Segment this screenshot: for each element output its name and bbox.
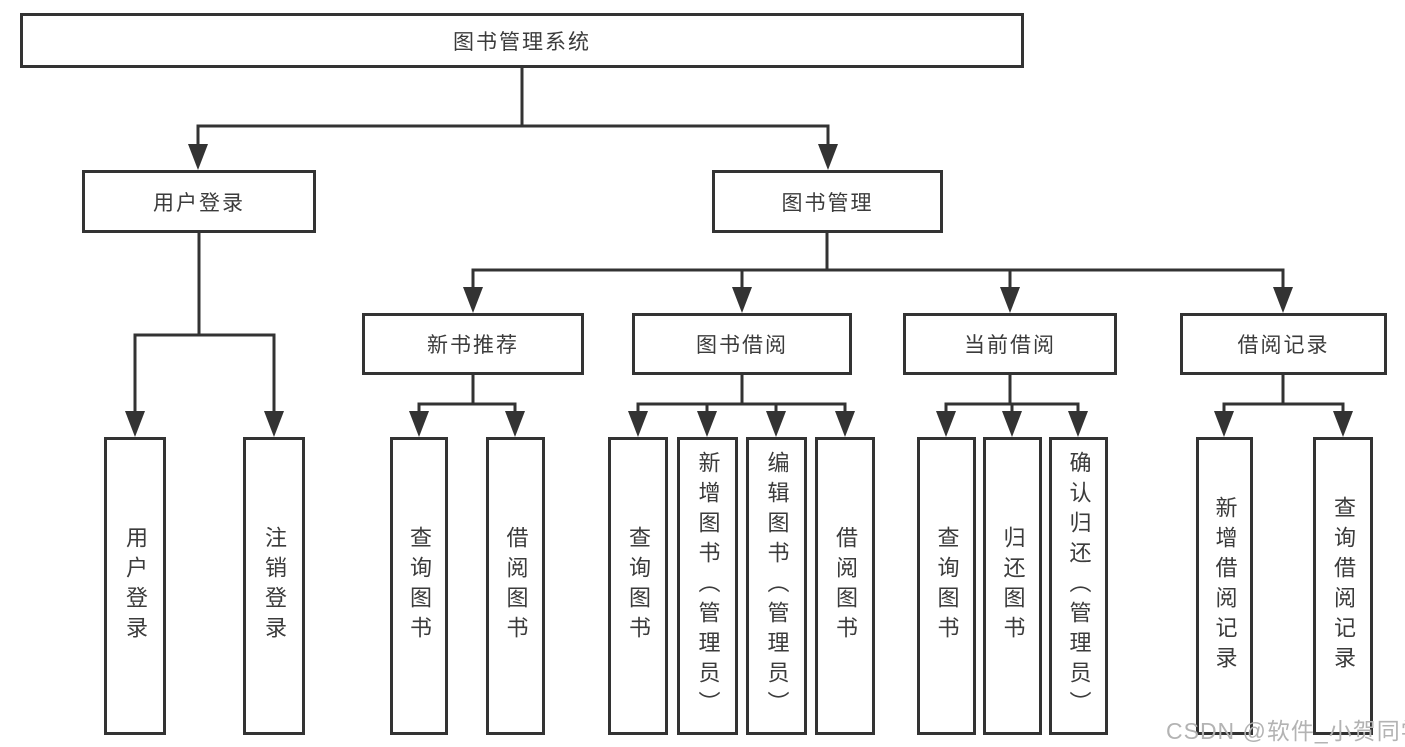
node-current-borrow: 当前借阅	[903, 313, 1117, 375]
leaf-label: 归还图书	[1000, 526, 1026, 646]
leaf-label: 查询图书	[407, 526, 432, 646]
leaf-query-books-3: 查询图书	[917, 437, 976, 735]
leaf-query-books-1: 查询图书	[390, 437, 448, 735]
connector-current	[936, 371, 1088, 437]
leaf-logout: 注销登录	[243, 437, 305, 735]
leaf-label: 新增借阅记录	[1212, 496, 1238, 676]
leaf-label: 借阅图书	[833, 526, 858, 646]
connector-records	[1214, 371, 1353, 437]
node-user-login: 用户登录	[82, 170, 316, 233]
leaf-borrow-books-2: 借阅图书	[815, 437, 875, 735]
connector-book-mgmt	[463, 229, 1293, 313]
connector-root	[188, 64, 838, 170]
node-book-mgmt: 图书管理	[712, 170, 943, 233]
leaf-label: 查询图书	[626, 526, 651, 646]
leaf-label: 注销登录	[262, 526, 287, 646]
leaf-label: 查询借阅记录	[1331, 496, 1356, 676]
connector-user-login	[125, 229, 284, 437]
node-root: 图书管理系统	[20, 13, 1024, 68]
node-borrowing: 图书借阅	[632, 313, 852, 375]
leaf-borrow-books-1: 借阅图书	[486, 437, 545, 735]
leaf-label: 查询图书	[934, 526, 960, 646]
leaf-confirm-return-admin: 确认归还（管理员）	[1049, 437, 1108, 735]
leaf-label: 借阅图书	[503, 526, 529, 646]
leaf-return-books: 归还图书	[983, 437, 1042, 735]
connector-borrowing	[628, 371, 855, 437]
leaf-label: 编辑图书（管理员）	[764, 451, 790, 721]
node-borrow-records: 借阅记录	[1180, 313, 1387, 375]
node-new-books: 新书推荐	[362, 313, 584, 375]
leaf-user-login: 用户登录	[104, 437, 166, 735]
leaf-query-books-2: 查询图书	[608, 437, 668, 735]
leaf-label: 用户登录	[123, 526, 148, 646]
connector-new-books	[409, 371, 525, 437]
leaf-label: 新增图书（管理员）	[695, 451, 721, 721]
leaf-edit-books-admin: 编辑图书（管理员）	[746, 437, 807, 735]
leaf-query-borrow-record: 查询借阅记录	[1313, 437, 1373, 735]
leaf-add-borrow-record: 新增借阅记录	[1196, 437, 1253, 735]
watermark: CSDN @软件_小贺同学	[1166, 718, 1405, 744]
leaf-add-books-admin: 新增图书（管理员）	[677, 437, 738, 735]
leaf-label: 确认归还（管理员）	[1066, 451, 1092, 721]
